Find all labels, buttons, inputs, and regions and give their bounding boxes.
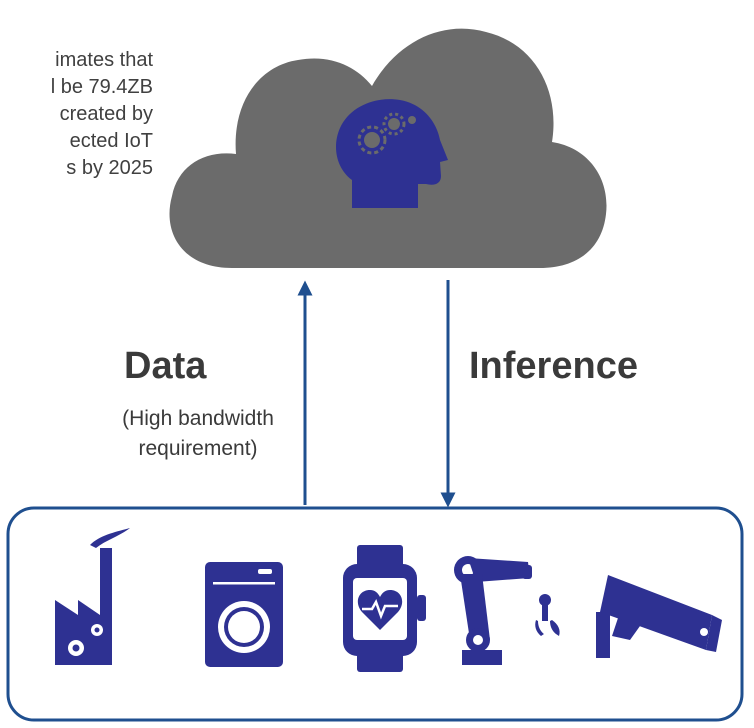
note-line: created by (59, 103, 153, 125)
robot-arm-icon (454, 556, 560, 665)
note-line: l be 79.4ZB (50, 76, 153, 98)
inference-label: Inference (469, 345, 638, 387)
bandwidth-requirement-note: (High bandwidth requirement) (88, 404, 308, 464)
note-line: ected IoT (69, 130, 153, 152)
security-camera-icon (596, 575, 722, 658)
factory-icon (55, 528, 130, 665)
smartwatch-heart-icon (343, 545, 426, 672)
note-line: s by 2025 (66, 157, 153, 179)
head-with-gears-icon (336, 99, 448, 208)
washing-machine-icon (205, 562, 283, 667)
iot-data-estimate-note: imates that l be 79.4ZB created by ected… (51, 47, 153, 182)
bandwidth-line: requirement) (138, 437, 258, 460)
note-line: imates that (55, 49, 153, 71)
bandwidth-line: (High bandwidth (122, 407, 274, 430)
data-label: Data (124, 345, 207, 387)
